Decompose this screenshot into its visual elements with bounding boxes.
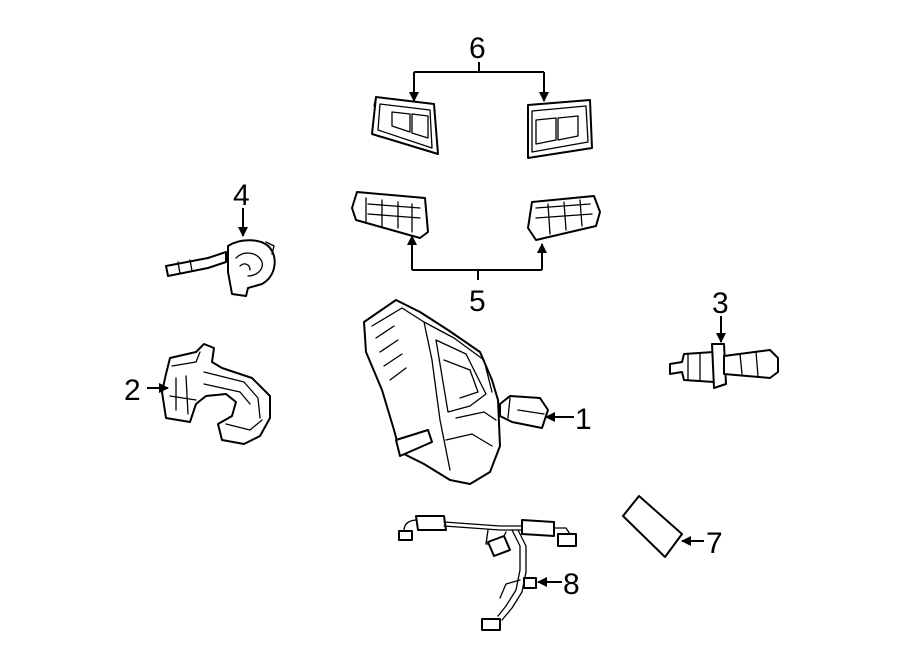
callout-2: 2: [124, 374, 141, 407]
part-5-right-switch: [527, 195, 601, 241]
part-5-left-switch: [351, 191, 429, 239]
part-6-left-switch: [371, 96, 439, 155]
part-1-switch-module: [363, 299, 549, 485]
callout-6: 6: [469, 32, 486, 65]
part-8-wiring-harness: [398, 515, 577, 631]
part-7-label: [622, 495, 683, 558]
leader-6: [409, 62, 549, 102]
callout-4: 4: [233, 179, 250, 212]
part-2-clockspring: [161, 343, 271, 445]
part-3-stalk-switch: [669, 343, 779, 389]
callout-7: 7: [706, 527, 723, 560]
callout-5: 5: [469, 285, 486, 318]
part-4-switch: [165, 239, 276, 297]
leader-5: [407, 235, 547, 280]
callout-3: 3: [712, 287, 729, 320]
callout-1: 1: [575, 403, 592, 436]
part-6-right-switch: [527, 99, 593, 159]
callout-8: 8: [563, 568, 580, 601]
